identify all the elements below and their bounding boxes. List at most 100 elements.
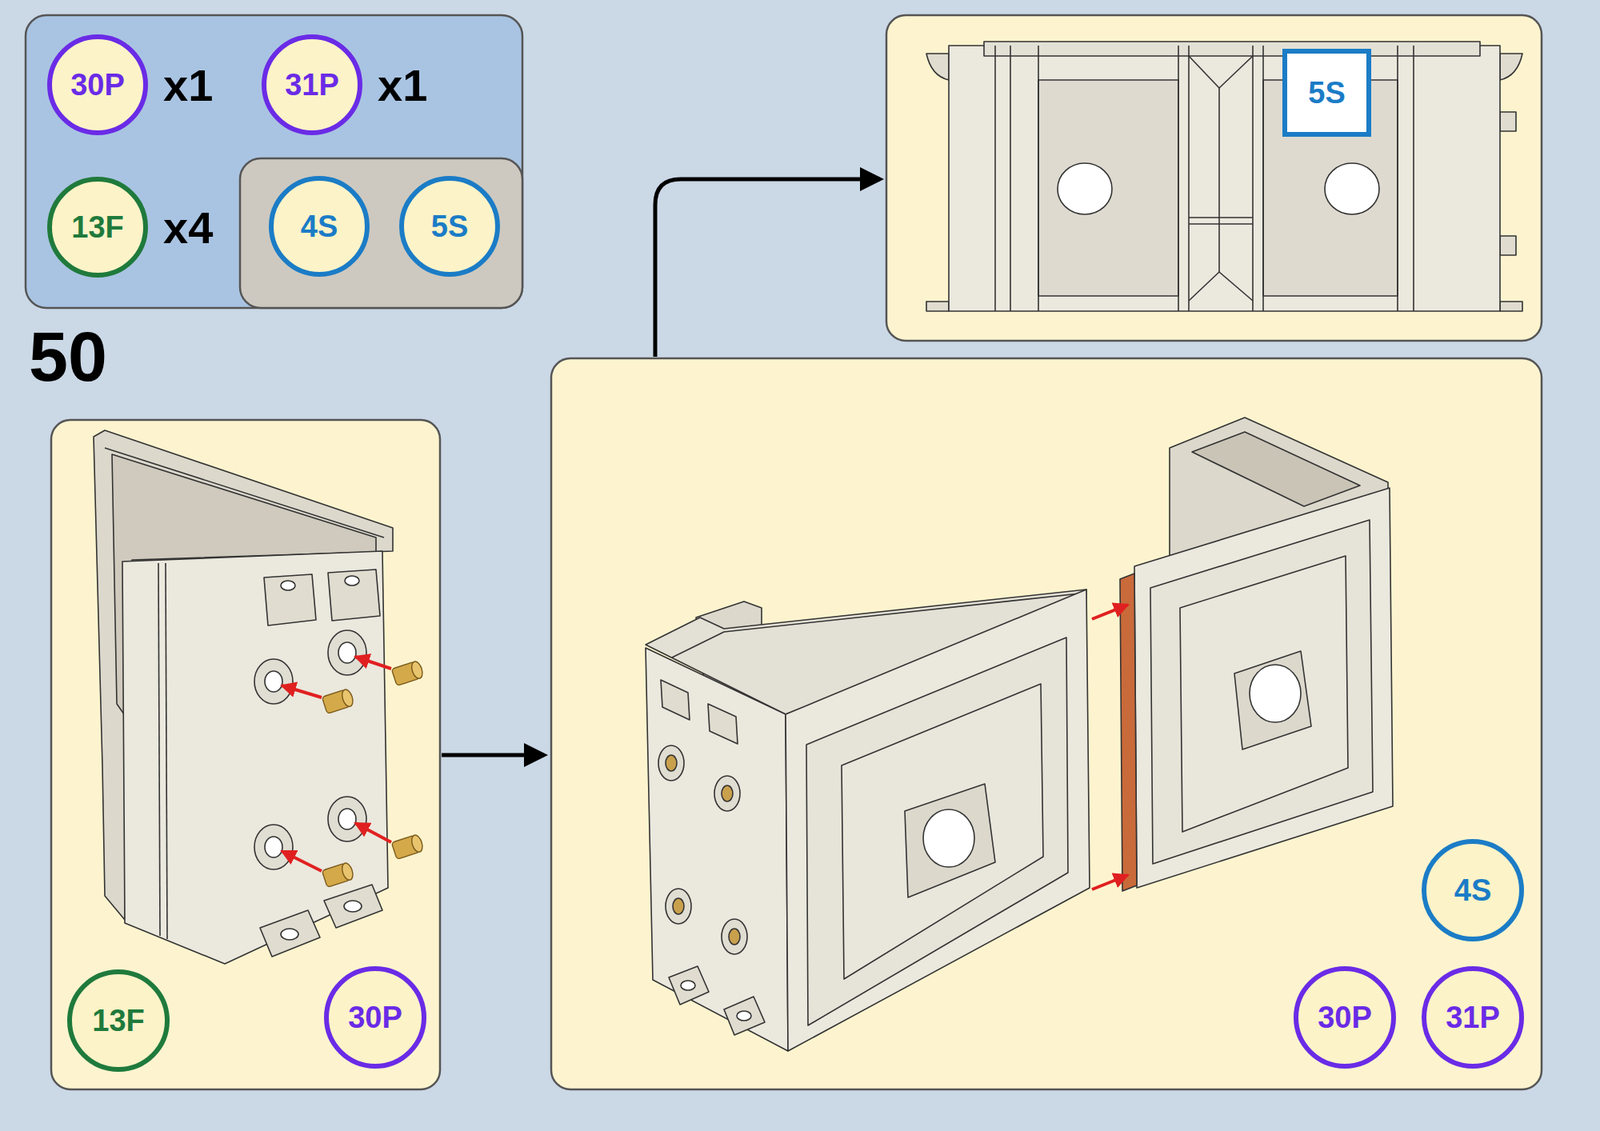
insert-arrow (281, 685, 322, 698)
part-drawing (328, 569, 380, 621)
step-panel (51, 15, 1542, 1090)
part-callout: 31P (261, 34, 363, 136)
part-drawing (1396, 45, 1399, 312)
part-drawing (660, 680, 690, 720)
part-callout: 13F (67, 969, 170, 1072)
flow-arrow (441, 753, 544, 758)
part-drawing (1500, 53, 1523, 80)
quantity: x1 (377, 59, 428, 112)
join-arrow (1092, 875, 1128, 890)
part-drawing (672, 898, 684, 915)
part-drawing (93, 430, 393, 964)
brass-insert (409, 833, 424, 854)
part-drawing (1252, 45, 1254, 312)
part-code: 13F (71, 210, 124, 245)
part-drawing (1234, 651, 1312, 750)
part-drawing (328, 630, 367, 676)
part-drawing (1500, 236, 1516, 256)
part-drawing (338, 808, 356, 830)
part-drawing (1324, 163, 1380, 215)
part-drawing (658, 745, 748, 955)
part-drawing (280, 928, 299, 940)
part-drawing (668, 966, 709, 1005)
part-callout: 4S (268, 176, 370, 277)
part-code: 30P (70, 68, 125, 103)
part-drawing (104, 448, 384, 538)
brass-insert (340, 688, 355, 708)
part-drawing (264, 574, 316, 626)
part-drawing (1009, 45, 1012, 312)
part-drawing (158, 563, 160, 936)
insert-arrow (281, 851, 322, 872)
part-drawing (665, 755, 677, 772)
part-drawing (1177, 45, 1180, 312)
part-code: 13F (92, 1004, 144, 1039)
part-drawing (1180, 556, 1348, 832)
part-drawing (1037, 45, 1040, 312)
part-drawing (122, 551, 388, 964)
part-drawing (260, 910, 320, 957)
quantity: x4 (163, 201, 213, 254)
part-drawing (1188, 56, 1253, 88)
part-callout: 13F (47, 176, 148, 278)
part-code: 31P (284, 68, 340, 103)
part-drawing (721, 785, 733, 802)
part-drawing (165, 563, 168, 940)
part-drawing (264, 642, 356, 858)
insert-arrow (355, 823, 392, 843)
join-arrow (1092, 604, 1128, 620)
part-callout: 30P (324, 966, 427, 1069)
part-drawing (926, 53, 949, 80)
part-code: 30P (1317, 1000, 1372, 1036)
part-drawing (995, 45, 1414, 312)
insert-arrow (355, 656, 392, 669)
brass-insert (321, 660, 424, 888)
part-callout: 4S (1421, 839, 1524, 942)
brass-insert (321, 861, 355, 888)
part-drawing (1120, 573, 1137, 892)
part-drawing (926, 301, 949, 312)
part-drawing (645, 417, 1393, 1052)
part-drawing (1188, 223, 1253, 225)
part-drawing (994, 45, 996, 312)
part-drawing (1038, 80, 1179, 296)
part-drawing (785, 589, 1090, 1052)
part-code: 5S (431, 209, 468, 244)
part-callout: 30P (47, 34, 148, 136)
step-number: 50 (28, 316, 108, 398)
part-drawing (665, 755, 740, 945)
quantity: x1 (163, 59, 213, 112)
part-drawing (1412, 45, 1415, 312)
part-code: 4S (300, 209, 338, 244)
part-drawing (1188, 216, 1253, 219)
part-drawing (806, 637, 1068, 1026)
part-code: 31P (1445, 1000, 1500, 1036)
part-drawing (264, 671, 283, 692)
part-drawing (645, 648, 788, 1052)
insert-arrow (281, 656, 392, 872)
part-drawing (658, 745, 684, 781)
part-drawing (724, 996, 765, 1036)
brass-insert (340, 861, 355, 882)
part-drawing (1218, 88, 1220, 272)
part-drawing (904, 784, 996, 898)
part-drawing (338, 642, 356, 664)
part-drawing (254, 824, 293, 870)
step-panel (51, 420, 440, 1090)
brass-insert (409, 660, 424, 680)
part-drawing (721, 919, 748, 955)
part-drawing (254, 630, 367, 870)
part-drawing (708, 704, 738, 744)
part-drawing (1500, 112, 1516, 132)
brass-insert (391, 660, 424, 686)
part-code: 4S (1454, 873, 1492, 908)
part-drawing (728, 928, 740, 945)
part-drawing (254, 659, 293, 704)
part-drawing (680, 980, 696, 991)
parts-panel (25, 15, 523, 308)
step-panel (551, 358, 1542, 1090)
part-drawing (926, 41, 1523, 312)
part-drawing (714, 776, 740, 812)
